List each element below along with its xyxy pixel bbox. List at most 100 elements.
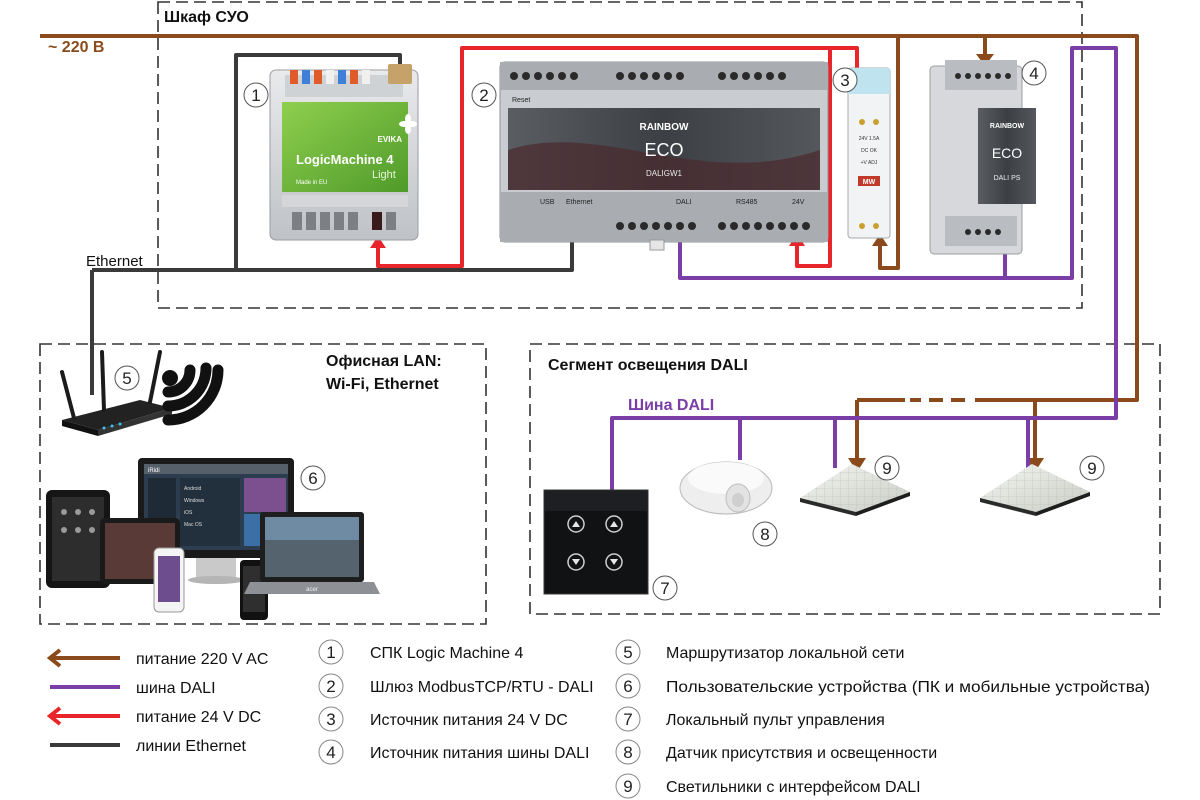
user-devices-group: iRidi Android Windows iOS Mac OS acer <box>46 458 380 620</box>
svg-text:4: 4 <box>1029 64 1038 83</box>
legend-row: линии Ethernet <box>50 738 246 755</box>
psu24-line2: DC OK <box>861 148 878 154</box>
panel-arrow-icons <box>572 521 618 565</box>
list-item: 7 Локальный пульт управления <box>615 706 885 732</box>
callout-3: 3 <box>832 67 858 93</box>
screen-brand: iRidi <box>148 468 160 474</box>
svg-text:8: 8 <box>760 525 769 544</box>
dali-lamp-2 <box>980 464 1090 516</box>
svg-text:2: 2 <box>326 677 335 696</box>
svg-text:8: 8 <box>623 743 632 762</box>
psu-24v-device: 24V 1.5A DC OK +V ADJ MW <box>847 67 891 239</box>
dali-psu-terminals-top <box>955 73 1011 79</box>
dali-psu-brand: RAINBOW <box>990 123 1025 130</box>
legend-row: питание 24 V DC <box>46 706 261 726</box>
dali-psu-terminals-bottom <box>965 229 1001 235</box>
svg-text:7: 7 <box>660 579 669 598</box>
callout-2: 2 <box>471 82 497 108</box>
panel-buttons <box>567 515 623 571</box>
laptop-brand: acer <box>306 587 318 593</box>
wifi-icon <box>162 362 224 426</box>
dali-wires <box>610 46 1118 490</box>
leaf-logo <box>399 114 417 134</box>
legend-row: питание 220 V AC <box>46 648 268 668</box>
psu24-line3: +V ADJ <box>861 160 878 166</box>
dc24-wires <box>376 46 859 268</box>
item-list-right: 5 Маршрутизатор локальной сети 6 Пользоват… <box>615 639 1150 799</box>
screen-ui-macos: Mac OS <box>184 522 203 528</box>
legend-label: шина DALI <box>136 680 216 697</box>
svg-text:9: 9 <box>1087 459 1096 478</box>
list-item: 3 Источник питания 24 V DC <box>318 706 568 732</box>
gateway-ethernet-label: Ethernet <box>566 199 593 206</box>
svg-text:Датчик присутствия и освещенно: Датчик присутствия и освещенности <box>666 745 937 762</box>
callout-1: 1 <box>243 82 269 108</box>
svg-text:9: 9 <box>882 459 891 478</box>
svg-text:СПК Logic Machine 4: СПК Logic Machine 4 <box>370 645 523 662</box>
svg-text:5: 5 <box>623 643 632 662</box>
screen-ui-ios: iOS <box>184 510 193 516</box>
legend-label: питание 24 V DC <box>136 709 261 726</box>
dali-zone-title: Сегмент освещения DALI <box>548 357 748 374</box>
cabinet-title: Шкаф СУО <box>164 9 249 26</box>
svg-text:6: 6 <box>308 469 317 488</box>
svg-text:Источник питания 24 V DC: Источник питания 24 V DC <box>370 712 568 729</box>
lm4-marking: Made in EU <box>296 180 327 186</box>
gateway-brand: RAINBOW <box>640 122 689 133</box>
callout-6: 6 <box>300 465 326 491</box>
dali-psu-title: ECO <box>992 145 1022 161</box>
router-leds <box>102 422 122 430</box>
svg-text:3: 3 <box>840 71 849 90</box>
dali-lamp-1 <box>800 464 910 516</box>
svg-text:7: 7 <box>623 710 632 729</box>
wire-legend: питание 220 V AC шина DALI питание 24 V … <box>46 648 268 755</box>
psu24-brand: MW <box>863 179 876 186</box>
list-item: 5 Маршрутизатор локальной сети <box>615 639 904 665</box>
dali-psu-device: RAINBOW ECO DALI PS <box>929 60 1036 255</box>
svg-text:3: 3 <box>326 710 335 729</box>
gateway-dali-label: DALI <box>676 199 692 206</box>
lm4-terminals-top <box>290 64 412 84</box>
callout-7: 7 <box>652 575 678 601</box>
callouts: 1 2 3 4 5 6 7 8 9 9 <box>114 60 1105 601</box>
gateway-top-terminals <box>510 72 786 80</box>
svg-text:6: 6 <box>623 677 632 696</box>
screen-ui-windows: Windows <box>184 498 205 504</box>
gateway-usb-label: USB <box>540 199 555 206</box>
router-device <box>60 350 172 436</box>
lm4-terminals-bottom <box>292 212 396 230</box>
office-zone-subtitle: Wi-Fi, Ethernet <box>326 376 439 393</box>
local-control-panel <box>543 489 649 595</box>
legend-label: линии Ethernet <box>136 738 246 755</box>
gateway-reset-label: Reset <box>512 97 530 104</box>
dali-bus-label: Шина DALI <box>628 397 714 414</box>
office-lan-zone <box>39 343 487 625</box>
svg-text:2: 2 <box>479 86 488 105</box>
lm4-title: LogicMachine 4 <box>296 152 394 167</box>
dali-psu-model: DALI PS <box>994 175 1021 182</box>
ethernet-wire-label: Ethernet <box>86 253 144 270</box>
svg-text:Маршрутизатор локальной сети: Маршрутизатор локальной сети <box>666 645 904 662</box>
dali-segment-zone <box>529 343 1161 615</box>
gateway-rs485-label: RS485 <box>736 199 758 206</box>
router-antennas <box>60 350 162 420</box>
gateway-24v-label: 24V <box>792 199 805 206</box>
svg-text:Локальный пульт управления: Локальный пульт управления <box>666 712 885 729</box>
logicmachine-device: EVIKA LogicMachine 4 Light Made in EU <box>269 64 419 241</box>
office-zone-title: Офисная LAN: <box>326 353 442 370</box>
legend-row: шина DALI <box>50 680 216 697</box>
svg-text:9: 9 <box>623 777 632 796</box>
svg-text:Пользовательские устройства (П: Пользовательские устройства (ПК и мобиль… <box>666 679 1150 696</box>
legend-label: питание 220 V AC <box>136 651 268 668</box>
svg-text:Источник питания шины DALI: Источник питания шины DALI <box>370 745 589 762</box>
callout-5: 5 <box>114 365 140 391</box>
mains-wire-label: ~ 220 В <box>48 39 104 56</box>
cabinet-zone <box>157 1 1083 309</box>
gateway-title: ECO <box>644 140 683 160</box>
callout-9b: 9 <box>1079 455 1105 481</box>
